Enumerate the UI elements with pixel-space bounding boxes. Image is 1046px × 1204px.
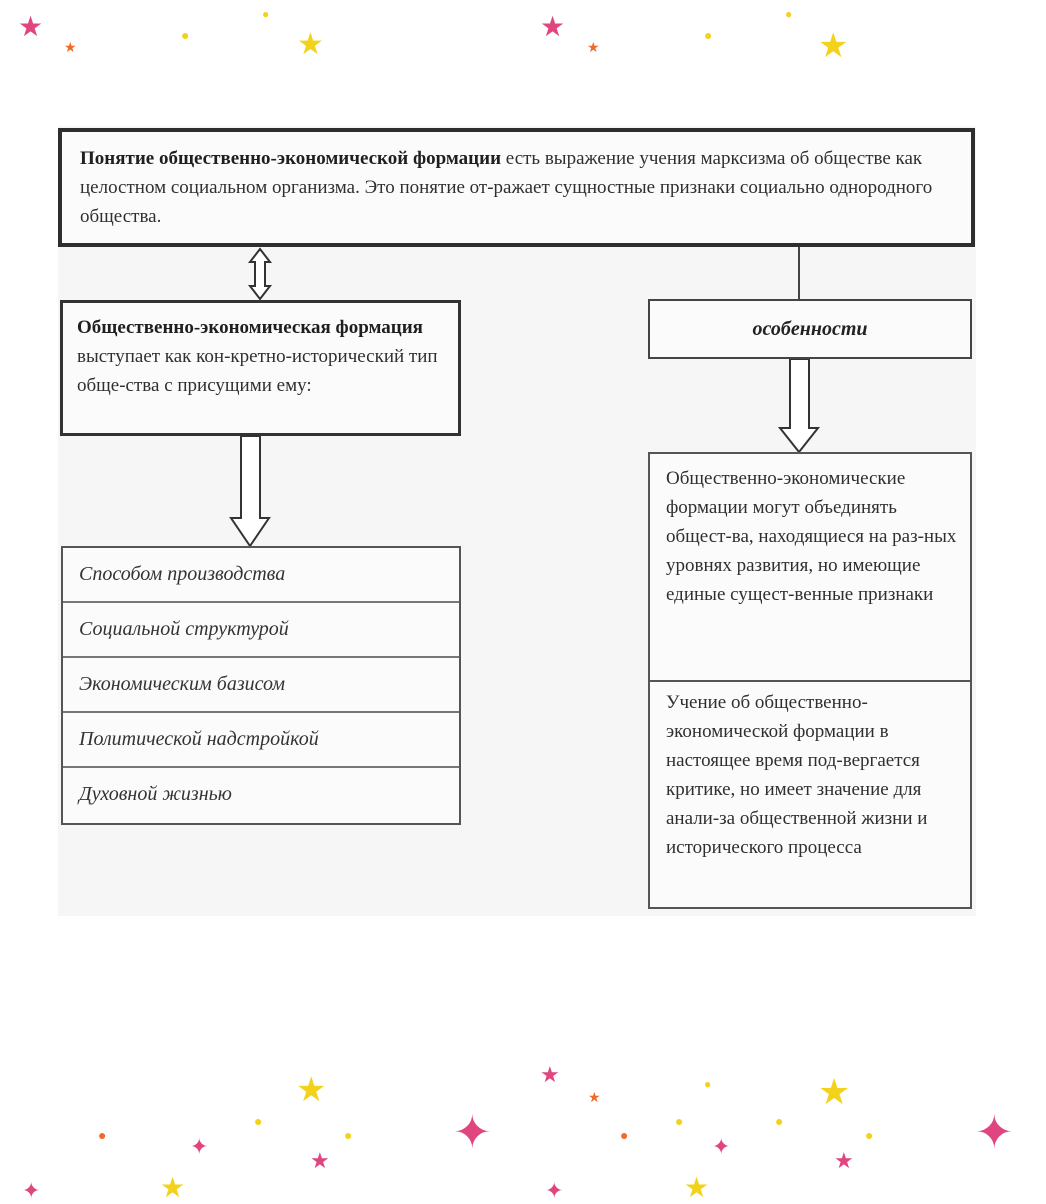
sparkle-icon: ✦ bbox=[22, 1178, 41, 1203]
dot-icon: ● bbox=[675, 1115, 684, 1130]
formation-body: выступает как кон-кретно-исторический ти… bbox=[77, 346, 438, 396]
feature-text-1: Общественно-экономические формации могут… bbox=[666, 468, 957, 605]
formation-term: Общественно-экономическая формация bbox=[77, 317, 423, 338]
dot-icon: ● bbox=[704, 1077, 712, 1091]
star-icon: ★ bbox=[540, 1062, 560, 1087]
feature-text-2: Учение об общественно-экономической форм… bbox=[666, 692, 928, 858]
feature-box-2: Учение об общественно-экономической форм… bbox=[648, 680, 972, 909]
dot-icon: ● bbox=[254, 1115, 263, 1130]
dot-icon: ★ bbox=[588, 1091, 601, 1106]
attribute-social-structure: Социальной структурой bbox=[63, 603, 459, 658]
dot-icon: ● bbox=[775, 1115, 784, 1130]
star-icon: ★ bbox=[818, 1072, 851, 1112]
star-icon: ★ bbox=[540, 12, 566, 43]
dot-icon: ● bbox=[785, 7, 793, 21]
sparkle-icon: ✦ bbox=[975, 1107, 1014, 1158]
dot-icon: ● bbox=[865, 1129, 874, 1144]
dot-icon: ● bbox=[620, 1129, 629, 1144]
arrow-down-to-features bbox=[777, 358, 821, 454]
attribute-political-superstructure: Политической надстройкой bbox=[63, 713, 459, 768]
definition-body: есть выражение учения марксизма об общес… bbox=[80, 148, 933, 227]
star-icon: ★ bbox=[18, 12, 44, 43]
sparkle-icon: ✦ bbox=[545, 1178, 564, 1203]
dot-icon: ★ bbox=[587, 41, 600, 56]
double-arrow-top-left bbox=[247, 247, 273, 301]
dot-icon: ★ bbox=[64, 41, 77, 56]
dot-icon: ● bbox=[262, 7, 270, 21]
definition-text: Понятие общественно-экономической формац… bbox=[80, 144, 957, 231]
star-icon: ★ bbox=[818, 28, 849, 65]
formation-text: Общественно-экономическая формация высту… bbox=[77, 313, 448, 400]
star-icon: ★ bbox=[834, 1148, 854, 1173]
star-icon: ★ bbox=[160, 1173, 186, 1204]
attribute-economic-basis: Экономическим базисом bbox=[63, 658, 459, 713]
dot-icon: ● bbox=[181, 29, 190, 44]
sparkle-icon: ✦ bbox=[712, 1134, 731, 1159]
arrow-down-to-attributes bbox=[229, 435, 271, 548]
star-icon: ★ bbox=[296, 1072, 327, 1109]
dot-icon: ● bbox=[98, 1129, 107, 1144]
star-icon: ★ bbox=[684, 1173, 710, 1204]
dot-icon: ● bbox=[344, 1129, 353, 1144]
definition-box: Понятие общественно-экономической формац… bbox=[58, 128, 975, 247]
feature-box-1: Общественно-экономические формации могут… bbox=[648, 452, 972, 682]
sparkle-icon: ✦ bbox=[453, 1107, 492, 1158]
features-label: особенности bbox=[752, 317, 868, 340]
attribute-spiritual-life: Духовной жизнью bbox=[79, 783, 232, 805]
sparkle-icon: ✦ bbox=[190, 1134, 209, 1159]
formation-box: Общественно-экономическая формация высту… bbox=[60, 300, 461, 436]
star-icon: ★ bbox=[310, 1148, 330, 1173]
features-box: особенности bbox=[648, 299, 972, 359]
definition-term: Понятие общественно-экономической формац… bbox=[80, 148, 502, 169]
star-icon: ★ bbox=[297, 28, 324, 61]
dot-icon: ● bbox=[704, 29, 713, 44]
attributes-list: Способом производства Социальной структу… bbox=[61, 546, 461, 825]
attribute-production: Способом производства bbox=[63, 548, 459, 603]
